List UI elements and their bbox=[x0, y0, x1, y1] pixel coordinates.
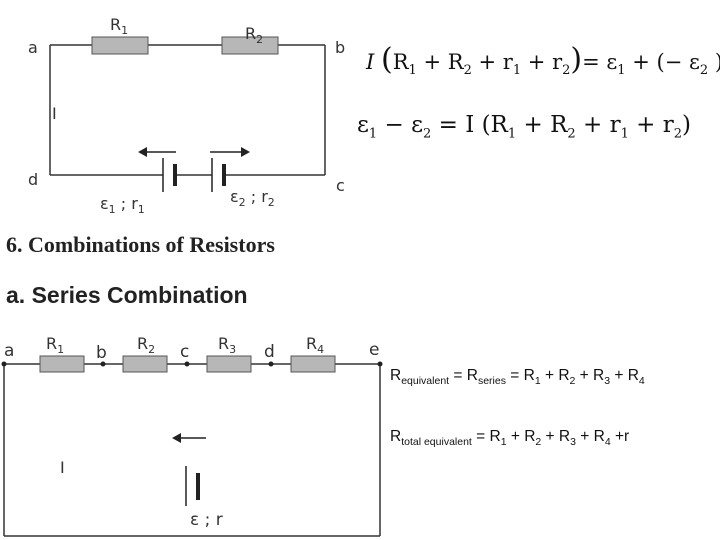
node-label-a: a bbox=[4, 341, 15, 361]
source1-label: ε1 ; r1 bbox=[100, 194, 145, 217]
total-equivalent-formula: Rtotal equivalent = R1 + R2 + R3 + R4 +r bbox=[390, 428, 630, 449]
resistor-r1 bbox=[91, 36, 149, 55]
resistor-r3 bbox=[206, 355, 252, 373]
resistor-label-r4: R4 bbox=[306, 334, 325, 357]
arrow-left-icon bbox=[172, 433, 181, 443]
arrow-right-icon bbox=[241, 147, 250, 157]
node-label-c: c bbox=[336, 176, 345, 195]
circuit2-wiring bbox=[3, 363, 381, 537]
resistor-label-r1: R1 bbox=[46, 334, 65, 357]
node-dots bbox=[1, 361, 383, 367]
current-label: I bbox=[52, 104, 57, 123]
source2-label: ε2 ; r2 bbox=[230, 187, 275, 210]
resistor-r2 bbox=[122, 355, 168, 373]
node-label-c: c bbox=[180, 342, 190, 362]
source-label: ε ; r bbox=[190, 510, 223, 530]
resistor-label-r1: R1 bbox=[110, 15, 129, 38]
node-label-a: a bbox=[28, 38, 38, 57]
equivalent-resistance-formula: Requivalent = Rseries = R1 + R2 + R3 + R… bbox=[390, 367, 645, 388]
current-label: I bbox=[60, 458, 65, 477]
battery-2 bbox=[210, 151, 248, 192]
kirchhoff-equation-2: ε1 − ε2 = I (R1 + R2 + r1 + r2) bbox=[357, 112, 691, 142]
resistor-r2 bbox=[221, 36, 279, 55]
section-heading: 6. Combinations of Resistors bbox=[6, 232, 275, 257]
resistor-label-r2: R2 bbox=[137, 334, 156, 357]
battery-3 bbox=[174, 437, 206, 506]
battery-1 bbox=[140, 151, 177, 192]
resistor-label-r3: R3 bbox=[218, 334, 237, 357]
node-label-e: e bbox=[369, 340, 380, 360]
resistor-label-r2: R2 bbox=[245, 24, 264, 47]
node-label-b: b bbox=[335, 38, 346, 57]
resistor-r4 bbox=[290, 355, 336, 373]
arrow-left-icon bbox=[138, 147, 147, 157]
subsection-heading: a. Series Combination bbox=[6, 282, 248, 308]
node-label-d: d bbox=[28, 170, 39, 189]
resistor-r1 bbox=[39, 355, 85, 373]
node-label-b: b bbox=[96, 343, 107, 363]
node-label-d: d bbox=[264, 342, 275, 362]
circuit1-wiring bbox=[49, 44, 326, 176]
kirchhoff-equation-1: I (R1 + R2 + r1 + r2)= ε1 + (− ε2 ) bbox=[366, 42, 720, 79]
